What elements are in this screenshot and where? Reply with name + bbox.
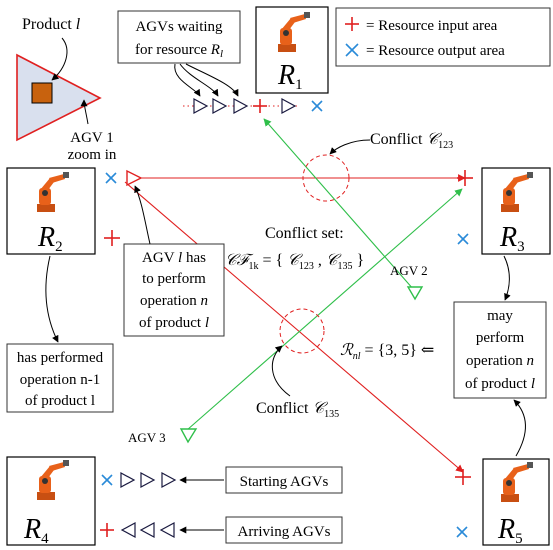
product-label-arrow — [51, 37, 68, 81]
r3-input-marker — [457, 170, 473, 186]
agvs-waiting-line1: AGVs waiting — [135, 19, 223, 35]
agv1-label-line2: zoom in — [68, 147, 117, 163]
starting-agv-1 — [120, 471, 136, 489]
r5-input-marker — [455, 469, 471, 485]
agvs-waiting-line2: for resource Rl — [135, 42, 223, 60]
r5-output-marker — [456, 526, 468, 538]
performed-line2: operation n-1 — [20, 372, 100, 388]
legend-input-marker — [345, 17, 359, 31]
waiting-arrow-2 — [179, 63, 219, 97]
conflict-set-formula: 𝒞ℱ1k = { 𝒞123 , 𝒞135 } — [225, 252, 364, 273]
agv1-label-line1: AGV 1 — [70, 130, 113, 146]
conflict-set-title: Conflict set: — [265, 225, 344, 242]
waiting-arrow-1 — [174, 63, 201, 97]
agv2-label: AGV 2 — [390, 263, 428, 278]
may-to-r5-arrow — [513, 399, 527, 457]
r2-output-marker — [105, 172, 117, 184]
agv1-triangle — [126, 169, 143, 187]
legend-output-marker — [345, 43, 359, 57]
legend-box — [335, 7, 551, 67]
agv-waiting-1 — [193, 97, 209, 115]
arriving-agvs-box — [225, 516, 343, 544]
starting-agv-2 — [140, 471, 156, 489]
may-from-r3-arrow — [503, 255, 511, 301]
may-line2: perform — [476, 330, 525, 346]
conflict-135-label: Conflict 𝒞135 — [256, 400, 339, 420]
r4-input-marker — [100, 523, 114, 537]
conflict-circle-123 — [302, 154, 350, 202]
agvs-waiting-box — [117, 10, 241, 64]
agv1-path-to-r5 — [124, 181, 464, 473]
arriving-agv-3 — [159, 521, 175, 539]
agv-op-arrow — [134, 185, 151, 245]
agv-operation-box — [123, 243, 225, 337]
resource-label: R2 — [37, 222, 63, 255]
agv-r1-output — [281, 97, 297, 115]
conflict-123-arrow — [329, 139, 371, 155]
agv3-path-to-r3 — [186, 188, 463, 431]
agv2-triangle — [406, 286, 424, 301]
may-line4: of product l — [465, 376, 535, 392]
arriving-agv-1 — [120, 521, 136, 539]
conflict-123-label: Conflict 𝒞123 — [370, 131, 453, 151]
agv3-triangle — [179, 428, 198, 444]
starting-agvs-label: Starting AGVs — [240, 474, 329, 490]
agv-op-line1: AGV l has — [142, 250, 206, 266]
rnl-expression: ℛnl = {3, 5} ⇐ — [340, 342, 434, 363]
starting-agv-3 — [161, 471, 177, 489]
resource-label: R4 — [23, 514, 49, 547]
legend-output-label: = Resource output area — [366, 43, 505, 59]
resource-r3: R3 — [481, 167, 551, 255]
legend: = Resource input area = Resource output … — [335, 7, 551, 67]
product-label: Product l — [22, 16, 81, 33]
performed-box — [6, 343, 114, 413]
resource-label: R1 — [277, 60, 303, 93]
r4-output-marker — [101, 474, 113, 486]
agv-op-line2: to perform — [142, 271, 206, 287]
resource-label: R3 — [499, 222, 525, 255]
resource-r2: R2 — [6, 167, 96, 255]
arriving-agvs-label: Arriving AGVs — [238, 524, 331, 540]
may-line3: operation n — [466, 353, 534, 369]
resource-r4: R4 — [6, 456, 96, 547]
r1-output-marker — [311, 100, 323, 112]
r3-output-marker — [457, 233, 469, 245]
performed-line3: of product l — [25, 393, 95, 409]
conflict-circle-135 — [279, 308, 325, 354]
agv3-label: AGV 3 — [128, 430, 166, 445]
r1-input-marker — [253, 99, 267, 113]
agv-waiting-2 — [212, 97, 228, 115]
resource-label: R5 — [497, 514, 523, 547]
may-perform-box — [453, 301, 547, 399]
performed-line1: has performed — [17, 350, 104, 366]
waiting-arrow-3 — [185, 63, 239, 97]
agv-op-line3: operation n — [140, 293, 208, 309]
resource-r1: R1 — [255, 6, 329, 94]
resource-r5: R5 — [482, 458, 550, 547]
product-square — [31, 82, 53, 104]
legend-input-label: = Resource input area — [366, 18, 498, 34]
agv1-zoom-arrow — [80, 99, 89, 125]
product-triangle — [16, 53, 102, 142]
starting-agvs-box — [225, 466, 343, 494]
agv-waiting-3 — [233, 97, 249, 115]
performed-arrow — [45, 255, 59, 343]
r2-input-marker — [104, 230, 120, 246]
arriving-agv-2 — [139, 521, 155, 539]
may-line1: may — [487, 308, 513, 324]
agv-op-line4: of product l — [139, 315, 209, 331]
agv2-path-to-r1 — [263, 118, 415, 291]
conflict-135-arrow — [271, 345, 291, 397]
